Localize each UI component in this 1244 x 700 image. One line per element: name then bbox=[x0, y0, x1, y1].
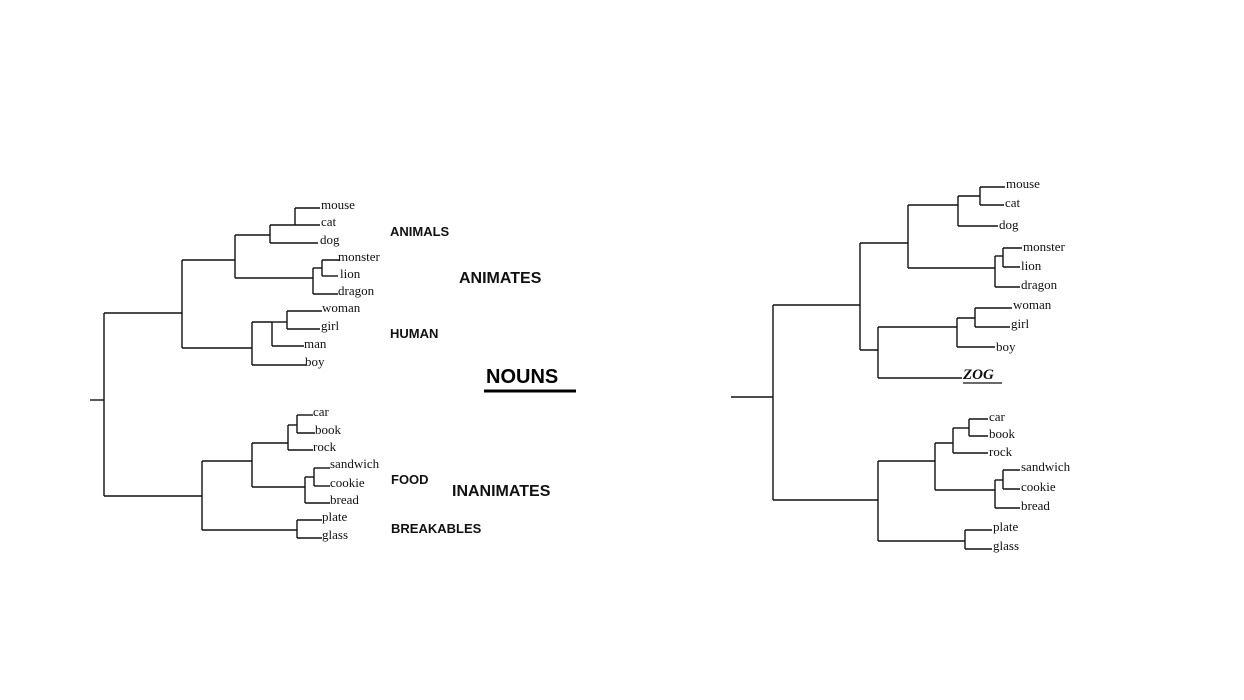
leaf-cookie: cookie bbox=[1021, 479, 1056, 494]
leaf-dragon: dragon bbox=[1021, 277, 1058, 292]
leaf-girl: girl bbox=[321, 318, 339, 333]
leaf-man: man bbox=[304, 336, 327, 351]
leaf-girl: girl bbox=[1011, 316, 1029, 331]
leaf-lion: lion bbox=[340, 266, 361, 281]
label-animates: ANIMATES bbox=[459, 270, 542, 287]
leaf-glass: glass bbox=[993, 538, 1019, 553]
leaf-rock: rock bbox=[313, 439, 337, 454]
leaf-dragon: dragon bbox=[338, 283, 375, 298]
label-food: FOOD bbox=[391, 472, 429, 487]
leaf-woman: woman bbox=[322, 300, 361, 315]
leaf-monster: monster bbox=[1023, 239, 1066, 254]
label-animals: ANIMALS bbox=[390, 224, 450, 239]
label-human: HUMAN bbox=[390, 326, 438, 341]
leaf-woman: woman bbox=[1013, 297, 1052, 312]
leaf-plate: plate bbox=[993, 519, 1018, 534]
leaf-book: book bbox=[989, 426, 1016, 441]
left-tree-branches bbox=[90, 207, 340, 539]
leaf-monster: monster bbox=[338, 249, 381, 264]
leaf-car: car bbox=[989, 409, 1006, 424]
leaf-sandwich: sandwich bbox=[1021, 459, 1071, 474]
novel-word-zog: ZOG bbox=[962, 367, 994, 383]
leaf-car: car bbox=[313, 404, 330, 419]
leaf-dog: dog bbox=[999, 217, 1019, 232]
leaf-plate: plate bbox=[322, 509, 347, 524]
figure-title-nouns: NOUNS bbox=[486, 366, 558, 388]
leaf-cat: cat bbox=[321, 214, 337, 229]
leaf-bread: bread bbox=[330, 492, 359, 507]
leaf-mouse: mouse bbox=[1006, 176, 1040, 191]
leaf-bread: bread bbox=[1021, 498, 1050, 513]
leaf-mouse: mouse bbox=[321, 197, 355, 212]
leaf-glass: glass bbox=[322, 527, 348, 542]
leaf-boy: boy bbox=[996, 339, 1016, 354]
label-inanimates: INANIMATES bbox=[452, 483, 551, 500]
leaf-dog: dog bbox=[320, 232, 340, 247]
leaf-boy: boy bbox=[305, 354, 325, 369]
right-dendrogram: mouse cat dog monster lion dragon woman … bbox=[731, 176, 1071, 553]
right-tree-branches bbox=[731, 186, 1022, 550]
leaf-book: book bbox=[315, 422, 342, 437]
leaf-rock: rock bbox=[989, 444, 1013, 459]
leaf-lion: lion bbox=[1021, 258, 1042, 273]
leaf-sandwich: sandwich bbox=[330, 456, 380, 471]
left-dendrogram: mouse cat dog monster lion dragon woman … bbox=[90, 197, 576, 542]
leaf-cat: cat bbox=[1005, 195, 1021, 210]
label-breakables: BREAKABLES bbox=[391, 521, 482, 536]
leaf-cookie: cookie bbox=[330, 475, 365, 490]
